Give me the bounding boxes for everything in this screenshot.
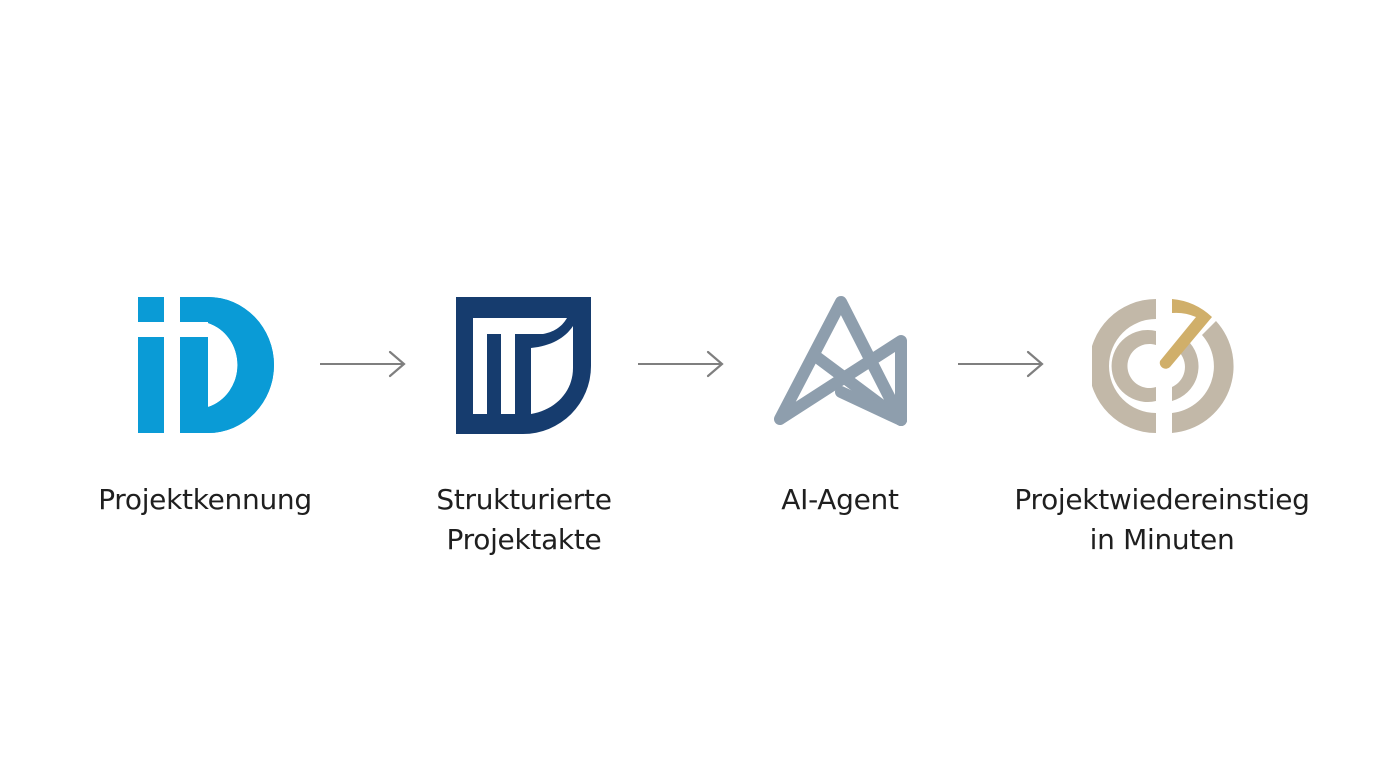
arrow-right-icon	[638, 350, 724, 378]
it-shield-logo-icon	[456, 297, 591, 434]
target-clock-logo-icon	[1092, 299, 1234, 433]
label-line: Projektkennung	[98, 483, 312, 516]
step-label-ai-agent: AI-Agent	[680, 480, 1000, 520]
label-line: AI-Agent	[781, 483, 899, 516]
id-logo-icon	[138, 297, 274, 433]
arrow-right-icon	[958, 350, 1044, 378]
step-label-strukturierte-projektakte: Strukturierte Projektakte	[364, 480, 684, 560]
label-line: Projektwiedereinstieg	[1014, 483, 1310, 516]
arrow-right-icon	[320, 350, 406, 378]
step-label-projektkennung: Projektkennung	[45, 480, 365, 520]
label-line: in Minuten	[1089, 523, 1235, 556]
step-label-projektwiedereinstieg: Projektwiedereinstieg in Minuten	[1002, 480, 1322, 560]
label-line: Strukturierte	[436, 483, 612, 516]
label-line: Projektakte	[446, 523, 602, 556]
ai-agent-logo-icon	[774, 296, 907, 426]
